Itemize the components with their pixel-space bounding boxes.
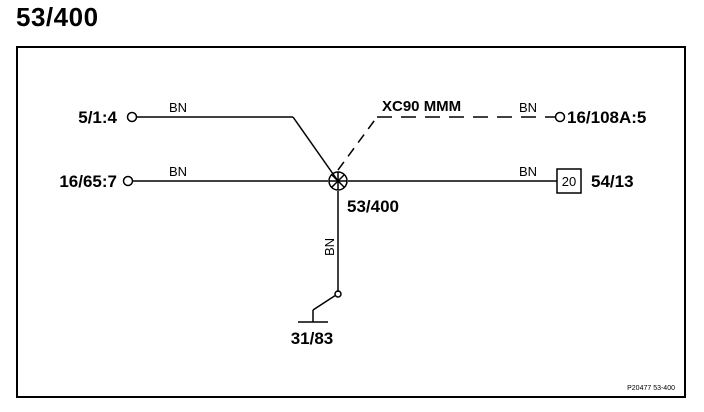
label-splice: 53/400 — [347, 197, 399, 216]
terminal-left-bottom — [122, 175, 134, 187]
label-right-top: 16/108A:5 — [567, 108, 646, 127]
wire-variant-diagonal — [337, 116, 378, 171]
switch-blade — [312, 294, 337, 311]
diagram-frame — [16, 46, 686, 398]
switch-contact — [334, 290, 342, 298]
connector-box — [556, 168, 582, 194]
label-ground: 31/83 — [291, 329, 334, 348]
label-right-box: 54/13 — [591, 172, 634, 191]
terminal-right-top — [554, 111, 566, 123]
wire-code-left-bottom: BN — [169, 164, 187, 179]
connector-box-pin: 20 — [562, 174, 576, 189]
label-left-top: 5/1:4 — [78, 108, 117, 127]
label-left-bottom: 16/65:7 — [59, 172, 117, 191]
splice-symbol — [328, 171, 348, 191]
wire-code-right-middle: BN — [519, 164, 537, 179]
footer-ref: P20477 53-400 — [627, 385, 675, 392]
label-variant: XC90 MMM — [382, 98, 461, 115]
wire-code-left-top: BN — [169, 100, 187, 115]
wire-code-down: BN — [322, 238, 337, 256]
wire-code-right-top: BN — [519, 100, 537, 115]
terminal-left-top — [126, 111, 138, 123]
wire-left-top-diagonal — [292, 116, 339, 182]
page-title: 53/400 — [16, 2, 99, 32]
